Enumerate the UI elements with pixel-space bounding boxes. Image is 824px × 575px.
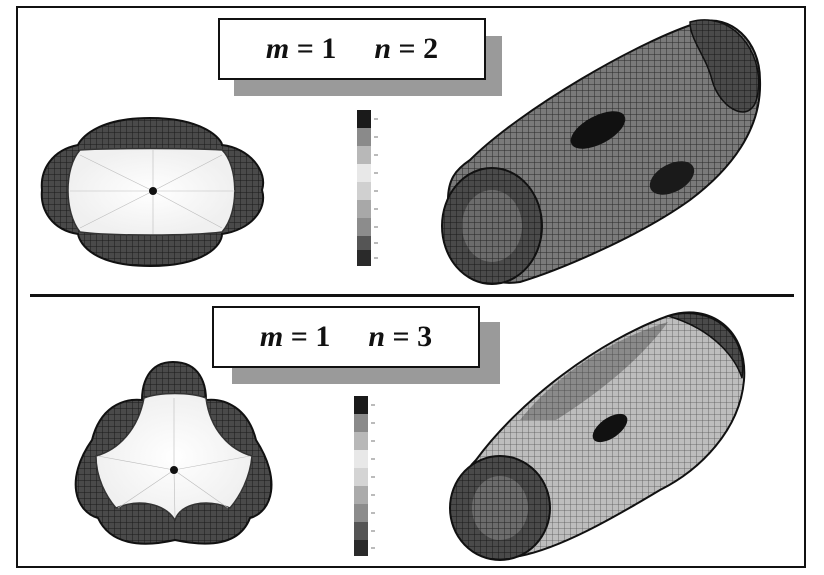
colorbar-top xyxy=(357,110,378,266)
center-node xyxy=(170,466,178,474)
cross-section-n2 xyxy=(42,118,263,266)
cylinder-mode-n2 xyxy=(442,20,760,284)
colorbar-bottom xyxy=(354,396,375,556)
cross-section-n3 xyxy=(76,362,272,544)
cylinder-front-inner xyxy=(472,476,528,540)
cylinder-front-inner xyxy=(462,190,522,262)
center-node xyxy=(149,187,157,195)
cylinder-mode-n3 xyxy=(450,312,744,560)
